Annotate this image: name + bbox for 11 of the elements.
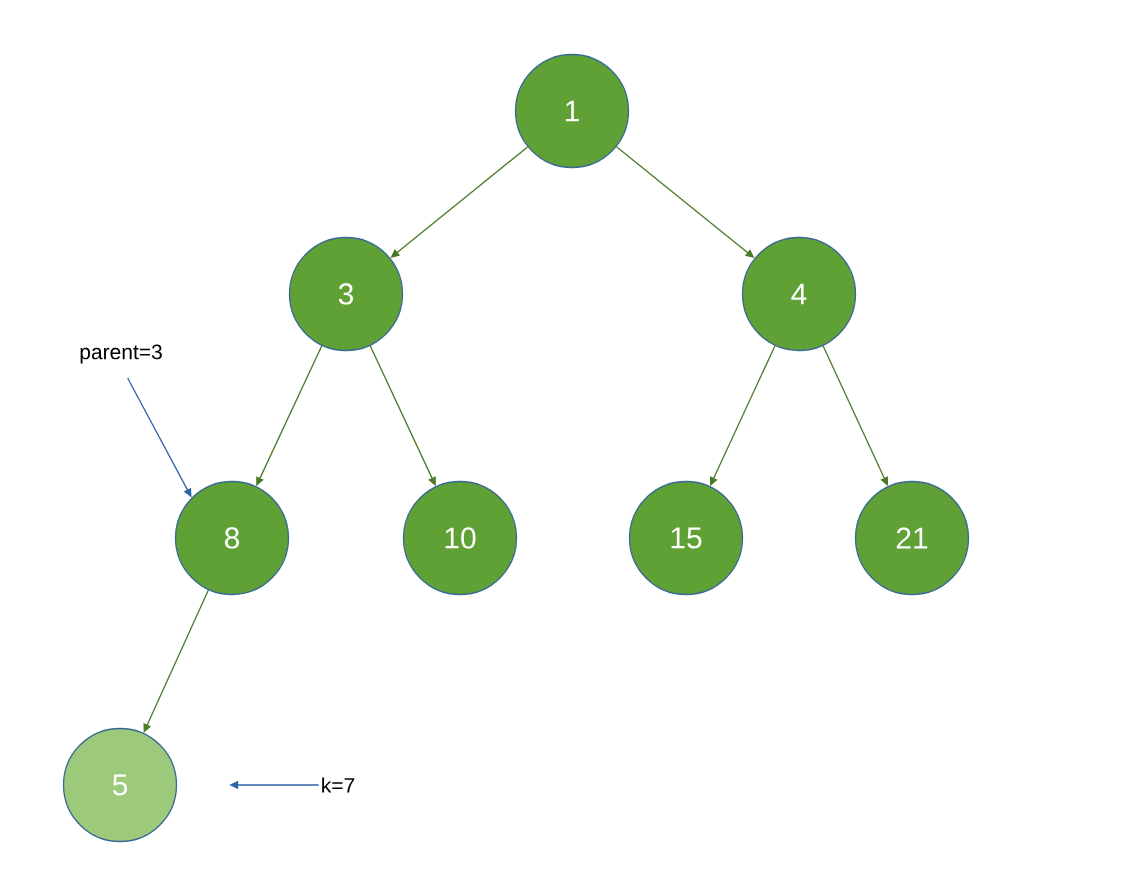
tree-node: 8 (174, 480, 290, 596)
tree-node: 21 (854, 480, 970, 596)
tree-node: 15 (628, 480, 744, 596)
tree-node: 5 (62, 727, 178, 843)
annotation-text: parent=3 (80, 344, 162, 364)
tree-node: 3 (288, 236, 404, 352)
tree-node: 4 (741, 236, 857, 352)
arrow (143, 589, 210, 733)
tree-node: 10 (402, 480, 518, 596)
annotation-text: k=7 (322, 777, 355, 793)
tree-node: 1 (514, 53, 630, 169)
